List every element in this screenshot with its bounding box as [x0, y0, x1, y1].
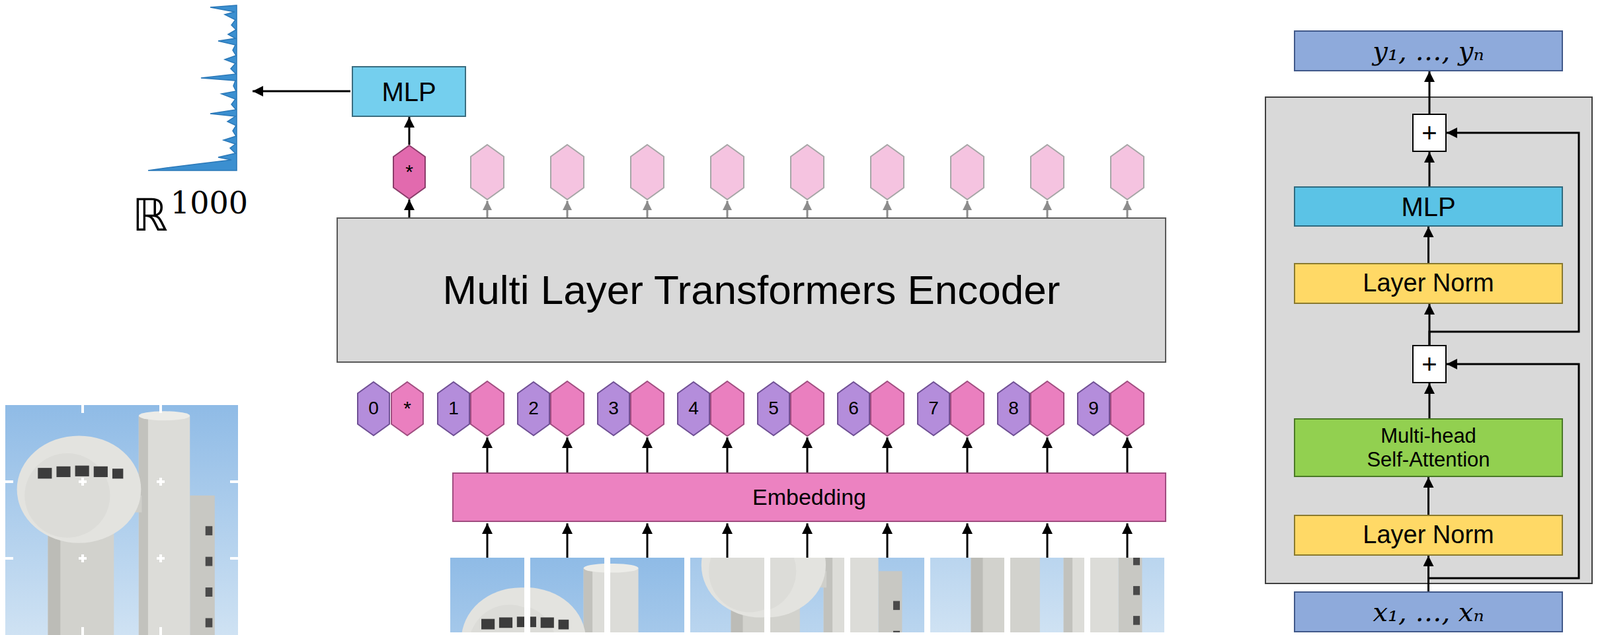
- encoder-box: Multi Layer Transformers Encoder: [336, 217, 1167, 363]
- node-label: +: [1421, 117, 1437, 149]
- node-label: 8: [1008, 398, 1019, 420]
- node-label: Layer Norm: [1362, 520, 1495, 551]
- encoder-block-panel: [1265, 97, 1593, 584]
- node-label: Embedding: [752, 484, 867, 511]
- layer-norm-box: Layer Norm: [1293, 515, 1563, 557]
- embedding-box: Embedding: [452, 472, 1167, 523]
- node-label: 4: [688, 398, 699, 420]
- position-embedding: 4: [677, 381, 711, 437]
- arrow-connector: [1428, 71, 1431, 114]
- node-label: 5: [768, 398, 779, 420]
- output-token-arrows: [487, 200, 1128, 218]
- output-distribution: [148, 5, 237, 171]
- arrow-connector: [1428, 383, 1431, 419]
- input-box: x₁, …, xₙ: [1293, 591, 1563, 633]
- dimension-superscript: 1000: [170, 187, 248, 219]
- arrow-connector: [1428, 364, 1580, 592]
- position-embedding: 1: [437, 381, 471, 437]
- node-label: 6: [848, 398, 859, 420]
- position-embedding: 0: [357, 381, 391, 437]
- arrow-connector: [1428, 152, 1431, 187]
- embedding-arrows: [487, 437, 1128, 473]
- node-label: +: [1421, 349, 1437, 380]
- position-embedding: 3: [597, 381, 631, 437]
- output-arrow: [252, 90, 351, 93]
- node-label: 1: [448, 398, 459, 420]
- node-label: *: [405, 160, 414, 184]
- node-label: 7: [928, 398, 939, 420]
- node-label: 0: [368, 398, 379, 420]
- sum-node: +: [1412, 345, 1447, 384]
- node-label: MLP: [1400, 191, 1456, 223]
- node-label: Multi-head Self-Attention: [1362, 424, 1495, 472]
- node-label: x₁, …, xₙ: [1372, 597, 1484, 628]
- position-embedding: 6: [837, 381, 871, 437]
- output-box: y₁, …, yₙ: [1293, 30, 1563, 72]
- node-label: y₁, …, yₙ: [1372, 35, 1484, 67]
- arrow-connector: [1429, 132, 1579, 346]
- position-embedding: 7: [917, 381, 951, 437]
- arrow-connector: [1427, 226, 1430, 264]
- arrow-connector: [1427, 477, 1430, 516]
- layer-norm-box: Layer Norm: [1293, 263, 1563, 305]
- arrow-connector: [408, 117, 411, 145]
- mlp-box: MLP: [1293, 186, 1563, 227]
- mlp-head-box: MLP: [351, 66, 467, 118]
- class-token-input: *: [390, 381, 424, 437]
- space-symbol: ℝ: [132, 193, 168, 239]
- arrow-connector: [408, 199, 411, 218]
- node-label: 2: [528, 398, 539, 420]
- output-tokens: [470, 144, 1144, 200]
- position-embedding: 9: [1077, 381, 1111, 437]
- patch-arrows: [487, 523, 1128, 559]
- position-embedding: 2: [517, 381, 551, 437]
- node-label: *: [403, 397, 412, 421]
- position-embedding: 5: [757, 381, 791, 437]
- sum-node: +: [1412, 113, 1447, 153]
- node-label: 9: [1088, 398, 1099, 420]
- attention-box: Multi-head Self-Attention: [1293, 418, 1563, 478]
- node-label: Multi Layer Transformers Encoder: [442, 266, 1061, 314]
- position-embedding: 8: [997, 381, 1031, 437]
- class-token-output: *: [392, 144, 426, 200]
- node-label: 3: [608, 398, 619, 420]
- node-label: MLP: [381, 76, 436, 108]
- input-image: [5, 405, 239, 635]
- patch-tokens: [470, 381, 1144, 437]
- output-space-label: ℝ1000: [132, 187, 248, 239]
- node-label: Layer Norm: [1362, 269, 1495, 299]
